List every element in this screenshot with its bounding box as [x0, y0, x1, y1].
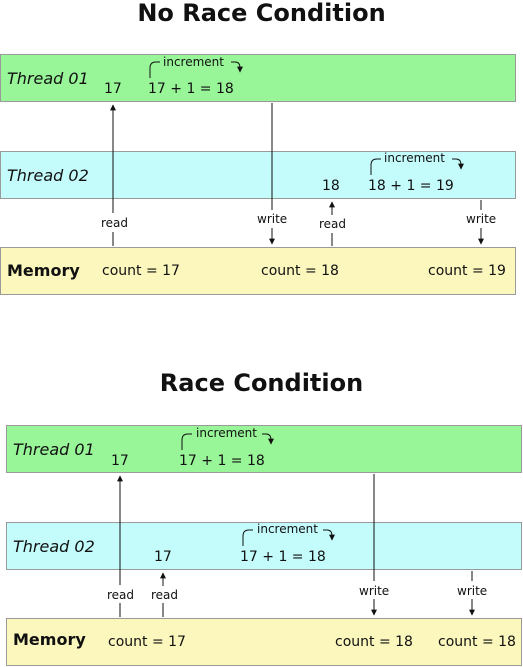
bottom-memory-box — [6, 618, 522, 666]
top-memory-value-3: count = 19 — [428, 263, 506, 279]
bottom-thread-02-expression: 17 + 1 = 18 — [240, 549, 326, 565]
bottom-memory-value-1: count = 17 — [108, 634, 186, 650]
bottom-memory-label: Memory — [13, 630, 86, 649]
bottom-thread-01-box — [6, 425, 522, 473]
top-thread-01-label: Thread 01 — [7, 69, 89, 88]
bottom-thread-01-increment-label: increment — [196, 426, 257, 440]
top-title: No Race Condition — [137, 0, 386, 27]
top-read-label-1: read — [101, 216, 129, 230]
bottom-thread-02-box — [6, 522, 522, 570]
bottom-thread-01-increment-bracket — [181, 433, 271, 450]
bottom-thread-02-label: Thread 02 — [13, 537, 95, 556]
top-thread-02-read-value: 18 — [322, 178, 340, 194]
bottom-thread-02-increment-bracket — [242, 529, 332, 546]
bottom-write-label-1: write — [359, 584, 390, 598]
bottom-memory-value-2: count = 18 — [335, 634, 413, 650]
top-thread-01-box — [0, 54, 516, 102]
bottom-title: Race Condition — [159, 369, 364, 397]
top-read-label-2: read — [319, 217, 347, 231]
bottom-thread-01-label: Thread 01 — [13, 440, 95, 459]
top-thread-02-increment-bracket — [370, 158, 461, 175]
top-write-label-1: write — [257, 212, 288, 226]
top-thread-01-expression: 17 + 1 = 18 — [148, 81, 234, 97]
bottom-thread-01-read-value: 17 — [111, 453, 129, 469]
top-thread-01-increment-bracket — [149, 61, 240, 78]
top-memory-box — [0, 247, 516, 295]
top-memory-value-1: count = 17 — [102, 263, 180, 279]
top-thread-02-increment-label: increment — [384, 151, 445, 165]
top-write-label-2: write — [466, 212, 497, 226]
top-thread-02-box — [0, 151, 516, 199]
bottom-read-label-2: read — [151, 588, 179, 602]
bottom-write-label-2: write — [457, 584, 488, 598]
top-memory-value-2: count = 18 — [261, 263, 339, 279]
bottom-read-label-1: read — [107, 588, 135, 602]
bottom-thread-02-read-value: 17 — [154, 549, 172, 565]
top-memory-label: Memory — [7, 261, 80, 280]
top-thread-01-increment-label: increment — [163, 55, 224, 69]
bottom-thread-02-increment-label: increment — [257, 522, 318, 536]
top-thread-01-read-value: 17 — [104, 81, 122, 97]
top-thread-02-label: Thread 02 — [7, 166, 89, 185]
bottom-memory-value-3: count = 18 — [438, 634, 516, 650]
top-thread-02-expression: 18 + 1 = 19 — [368, 178, 454, 194]
bottom-thread-01-expression: 17 + 1 = 18 — [179, 453, 265, 469]
